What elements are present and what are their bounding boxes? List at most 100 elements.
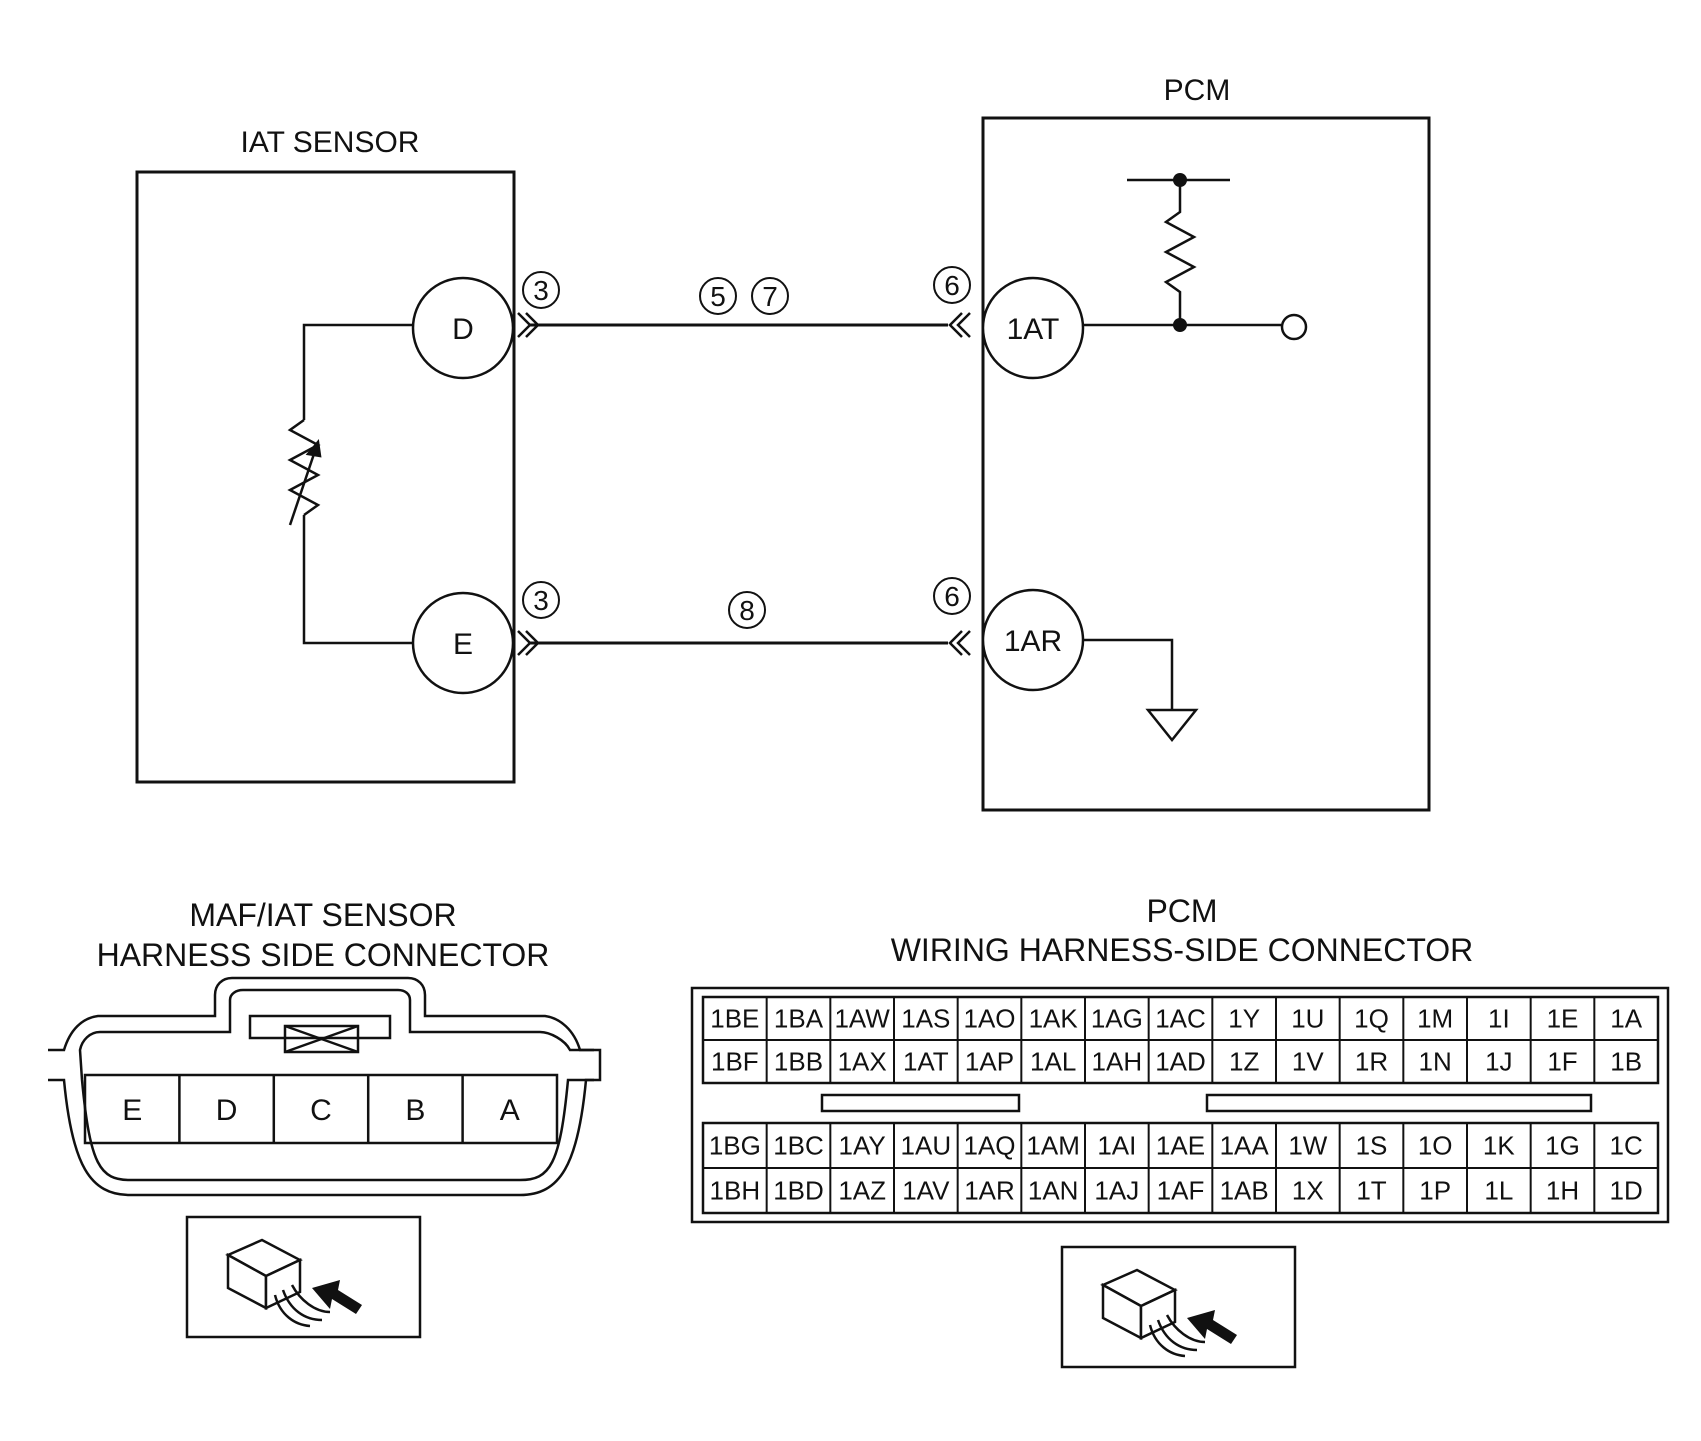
pcm-pin-cell: 1AS	[901, 1004, 950, 1034]
connector-view-icon	[185, 1215, 422, 1339]
svg-text:3: 3	[533, 585, 549, 616]
pcm-pin-cell: 1AU	[901, 1131, 952, 1161]
pcm-pin-cell: 1AB	[1220, 1176, 1269, 1206]
pcm-pin-cell: 1Z	[1229, 1047, 1259, 1077]
pcm-pin-cell: 1AM	[1026, 1131, 1079, 1161]
iat-sensor-box	[135, 170, 516, 784]
thermistor-symbol	[287, 323, 413, 645]
maf-pin-b: B	[405, 1094, 425, 1127]
maf-connector-title-1: MAF/IAT SENSOR	[189, 897, 456, 933]
pullup-resistor-symbol	[1083, 178, 1281, 327]
pcm-pin-cell: 1L	[1484, 1176, 1513, 1206]
pcm-pin-cell: 1R	[1355, 1047, 1388, 1077]
pcm-pin-cell: 1AZ	[838, 1176, 886, 1206]
maf-pin-a: A	[500, 1094, 520, 1127]
sensor-pin-d-label: D	[452, 313, 474, 346]
pcm-pin-cell: 1AK	[1029, 1004, 1079, 1034]
pcm-connector-title-1: PCM	[1146, 893, 1217, 929]
pcm-pin-cell: 1J	[1485, 1047, 1512, 1077]
pcm-pin-cell: 1M	[1417, 1004, 1453, 1034]
svg-text:8: 8	[739, 595, 755, 626]
pcm-pin-cell: 1A	[1610, 1004, 1642, 1034]
sensor-pin-d	[411, 276, 515, 380]
pcm-pin-cell: 1AY	[839, 1131, 886, 1161]
pcm-pin-cell: 1D	[1610, 1176, 1643, 1206]
pcm-pin-cell: 1BH	[710, 1176, 761, 1206]
pcm-pin-cell: 1S	[1356, 1131, 1388, 1161]
pcm-pin-cell: 1K	[1483, 1131, 1515, 1161]
pcm-pin-cell: 1V	[1292, 1047, 1324, 1077]
wire-ref-mid-top-a: 5	[699, 277, 737, 315]
svg-text:5: 5	[710, 281, 726, 312]
wire-ref-sensor-bottom: 3	[522, 581, 560, 619]
pcm-pin-1at	[981, 276, 1085, 380]
pcm-pin-cell: 1BC	[773, 1131, 824, 1161]
pcm-pin-1at-label: 1AT	[1007, 313, 1060, 346]
pcm-pin-cell: 1AT	[903, 1047, 949, 1077]
pcm-pin-cell: 1BG	[709, 1131, 761, 1161]
pcm-pin-cell: 1AO	[963, 1004, 1015, 1034]
pcm-pin-cell: 1P	[1419, 1176, 1451, 1206]
connector-view-icon	[1060, 1245, 1297, 1369]
pcm-pin-cell: 1AA	[1220, 1131, 1270, 1161]
pcm-pin-cell: 1AL	[1030, 1047, 1076, 1077]
wire-ref-mid-top-b: 7	[751, 277, 789, 315]
maf-pin-e: E	[122, 1094, 142, 1127]
pcm-pin-cell: 1C	[1610, 1131, 1643, 1161]
pcm-connector-title-2: WIRING HARNESS-SIDE CONNECTOR	[891, 932, 1474, 968]
pcm-pin-cell: 1AD	[1155, 1047, 1206, 1077]
pcm-pin-cell: 1BB	[774, 1047, 823, 1077]
pcm-pin-cell: 1BE	[710, 1004, 759, 1034]
maf-pin-d: D	[216, 1094, 238, 1127]
svg-text:6: 6	[944, 270, 960, 301]
pcm-pin-cell: 1I	[1488, 1004, 1510, 1034]
maf-connector-title-2: HARNESS SIDE CONNECTOR	[97, 937, 550, 973]
pcm-pin-cell: 1BF	[711, 1047, 759, 1077]
pcm-pin-cell: 1F	[1547, 1047, 1577, 1077]
junction-dot	[1173, 318, 1187, 332]
pcm-pin-cell: 1AQ	[963, 1131, 1015, 1161]
pcm-connector-marks	[948, 312, 971, 656]
pcm-pin-cell: 1AX	[838, 1047, 887, 1077]
wire-ref-pcm-top: 6	[933, 266, 971, 304]
pcm-pin-cell: 1BD	[773, 1176, 824, 1206]
pcm-box	[981, 116, 1431, 812]
wire-ref-mid-bottom: 8	[728, 591, 766, 629]
pcm-pin-cell: 1Q	[1354, 1004, 1389, 1034]
wire-ref-pcm-bottom: 6	[933, 577, 971, 615]
pcm-pin-cell: 1W	[1288, 1131, 1327, 1161]
pcm-pin-cell: 1AR	[964, 1176, 1015, 1206]
pcm-pin-cell: 1AH	[1092, 1047, 1143, 1077]
pcm-pin-cell: 1AP	[965, 1047, 1014, 1077]
pcm-pin-1ar-label: 1AR	[1004, 625, 1062, 658]
maf-connector-body	[48, 976, 602, 1197]
svg-text:6: 6	[944, 581, 960, 612]
pcm-pin-cell: 1O	[1418, 1131, 1453, 1161]
pcm-pin-cell: 1E	[1547, 1004, 1579, 1034]
pcm-pin-cell: 1AF	[1157, 1176, 1205, 1206]
sensor-connector-marks	[517, 312, 540, 656]
ground-icon	[1083, 638, 1199, 743]
wire-ref-sensor-top: 3	[522, 271, 560, 309]
iat-sensor-label: IAT SENSOR	[241, 126, 420, 159]
junction-dot	[1173, 173, 1187, 187]
pcm-pin-cell: 1G	[1545, 1131, 1580, 1161]
terminal-circle	[1280, 313, 1308, 341]
pcm-pin-cell: 1AG	[1091, 1004, 1143, 1034]
pcm-pin-cell: 1X	[1292, 1176, 1324, 1206]
pcm-pin-cell: 1T	[1356, 1176, 1386, 1206]
pcm-pin-cell: 1AV	[902, 1176, 950, 1206]
pcm-pin-cell: 1N	[1419, 1047, 1452, 1077]
pcm-pin-cell: 1AJ	[1094, 1176, 1139, 1206]
pcm-pin-cell: 1B	[1610, 1047, 1642, 1077]
pcm-pin-cell: 1AE	[1156, 1131, 1205, 1161]
pcm-pin-cell: 1Y	[1228, 1004, 1260, 1034]
pcm-label: PCM	[1164, 74, 1231, 107]
pcm-pin-cell: 1AN	[1028, 1176, 1079, 1206]
sensor-pin-e-label: E	[453, 628, 473, 661]
sensor-pin-e	[411, 591, 515, 695]
pcm-pin-cell: 1AW	[834, 1004, 890, 1034]
